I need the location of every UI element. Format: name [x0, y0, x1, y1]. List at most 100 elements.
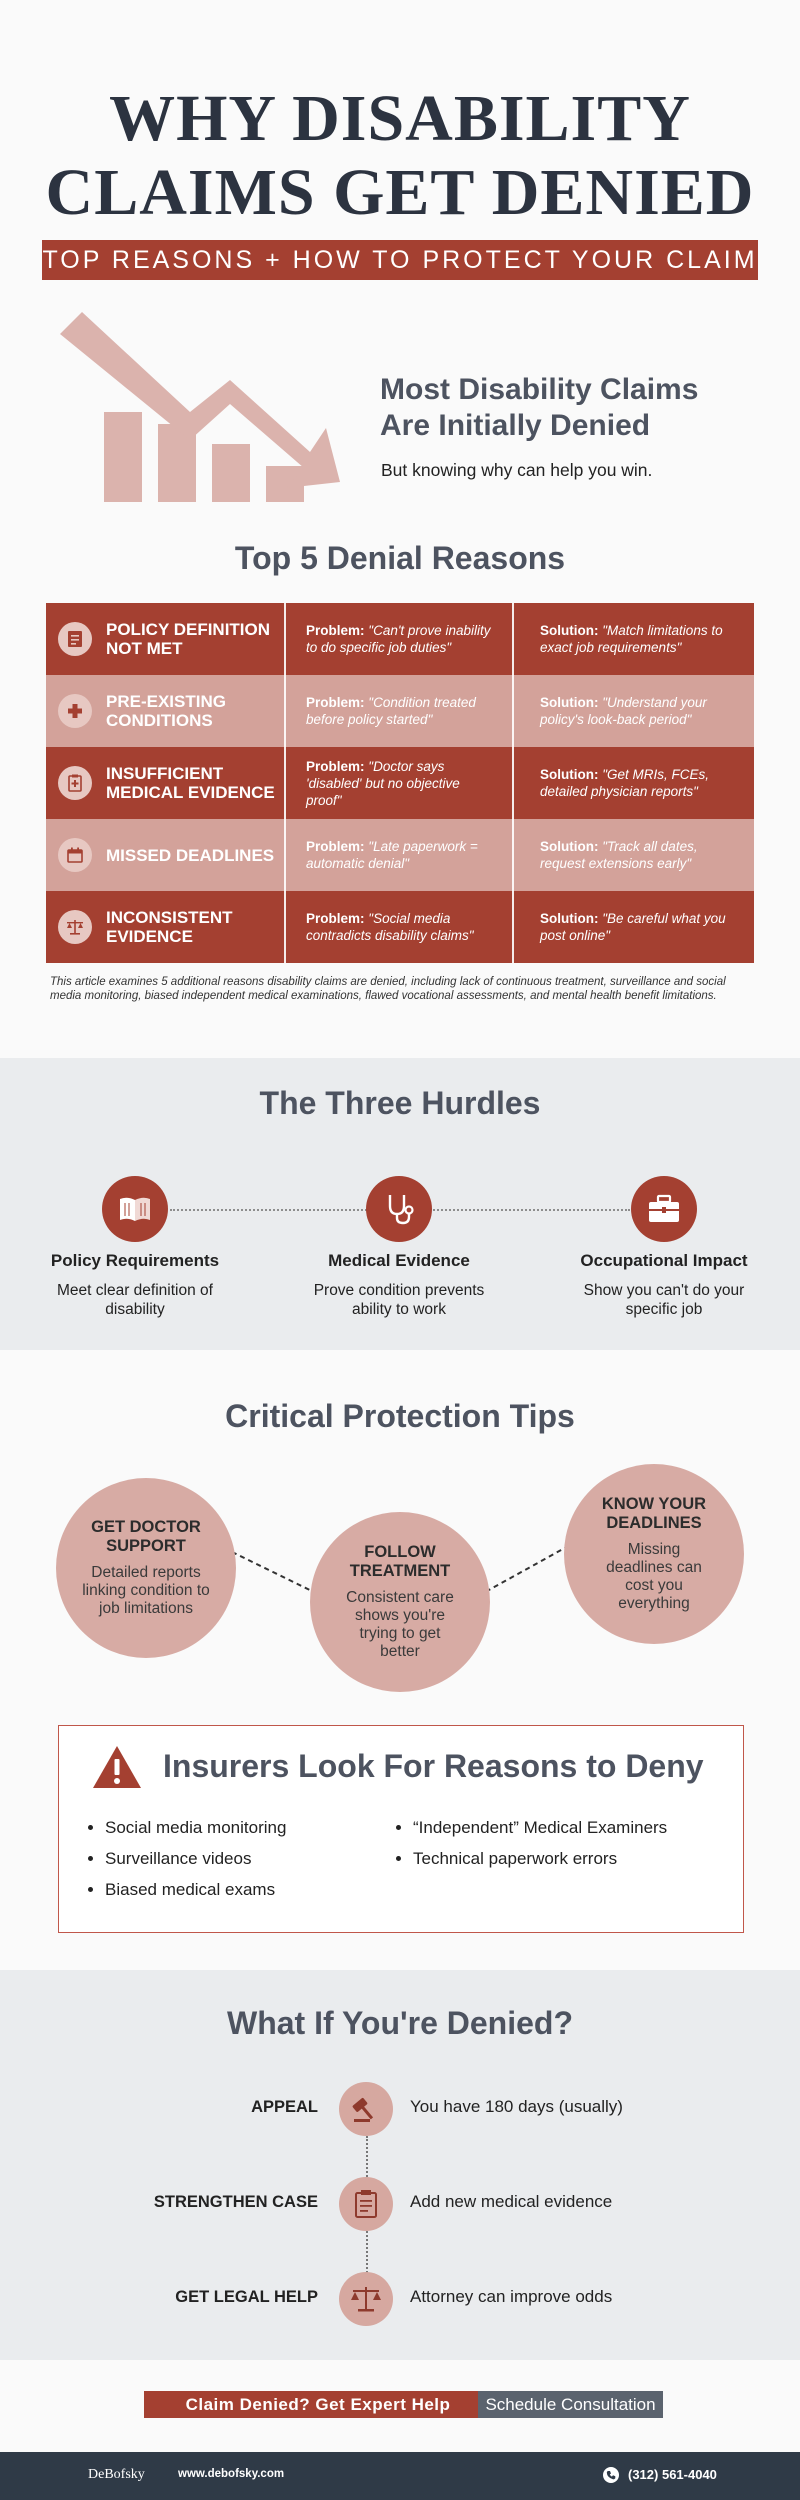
step-text: Attorney can improve odds [410, 2287, 613, 2306]
problem-prefix: Problem: [306, 839, 365, 854]
briefcase-icon [631, 1176, 697, 1242]
footer-phone-link[interactable]: (312) 561-4040 [628, 2467, 717, 2482]
book-icon [102, 1176, 168, 1242]
reason-label-line-1: PRE-EXISTING [106, 692, 226, 711]
table-row: INCONSISTENT EVIDENCE Problem: "Social m… [46, 891, 754, 963]
hurdle-desc-line-1: Prove condition prevents [313, 1282, 485, 1299]
list-item: Technical paperwork errors [413, 1843, 667, 1874]
solution-prefix: Solution: [540, 767, 599, 782]
list-item: “Independent” Medical Examiners [413, 1812, 667, 1843]
solution-text: "Get MRIs, FCEs, detailed physician repo… [540, 767, 710, 799]
step-label: APPEAL [251, 2098, 318, 2116]
solution-text: "Be careful what you post online" [540, 911, 726, 943]
solution-prefix: Solution: [540, 911, 599, 926]
tip-desc: Consistent care shows you're trying to g… [346, 1589, 454, 1660]
schedule-consultation-button[interactable]: Schedule Consultation [478, 2391, 663, 2418]
problem-text: "Social media contradicts disability cla… [306, 911, 474, 943]
phone-icon [603, 2467, 619, 2483]
tip-follow-treatment: FOLLOW TREATMENT Consistent care shows y… [310, 1512, 490, 1692]
table-row: POLICY DEFINITION NOT MET Problem: "Can'… [46, 603, 754, 675]
calendar-icon [58, 838, 92, 872]
hero-heading-line-2: Are Initially Denied [380, 409, 651, 442]
document-icon [58, 622, 92, 656]
hurdle-occupational: Occupational Impact Show you can't do yo… [554, 1251, 774, 1319]
hurdle-title: Occupational Impact [580, 1251, 748, 1270]
problem-prefix: Problem: [306, 695, 365, 710]
warning-title: Insurers Look For Reasons to Deny [163, 1748, 704, 1784]
problem-text: "Late paperwork = automatic denial" [306, 839, 478, 871]
step-text: You have 180 days (usually) [410, 2097, 623, 2116]
hurdle-title: Medical Evidence [328, 1251, 470, 1270]
title-line-2: CLAIMS GET DENIED [45, 156, 755, 229]
reason-label-line-2: EVIDENCE [106, 927, 193, 946]
hurdle-desc-line-2: ability to work [352, 1301, 446, 1318]
expert-help-button[interactable]: Claim Denied? Get Expert Help [144, 2391, 492, 2418]
reason-label-line-2: CONDITIONS [106, 711, 213, 730]
denied-section [0, 1970, 800, 2360]
table-row: INSUFFICIENT MEDICAL EVIDENCE Problem: "… [46, 747, 754, 819]
declining-chart-icon [60, 312, 340, 502]
gavel-icon [339, 2082, 393, 2136]
hurdle-title: Policy Requirements [50, 1251, 220, 1270]
list-item: Social media monitoring [105, 1812, 286, 1843]
scales-icon [339, 2272, 393, 2326]
tip-title-line-1: KNOW YOUR [601, 1495, 707, 1513]
clipboard-icon [58, 766, 92, 800]
hurdle-desc-line-1: Meet clear definition of [57, 1282, 213, 1299]
tip-know-deadlines: KNOW YOUR DEADLINES Missing deadlines ca… [564, 1464, 744, 1644]
hurdle-desc-line-1: Show you can't do your [583, 1282, 745, 1299]
list-item: Surveillance videos [105, 1843, 286, 1874]
denied-title: What If You're Denied? [227, 2005, 573, 2041]
tip-title-line-2: DEADLINES [606, 1514, 702, 1532]
reason-label-line-2: NOT MET [106, 639, 183, 658]
footer: DeBofsky www.debofsky.com (312) 561-4040 [0, 2452, 800, 2500]
footer-brand: DeBofsky [88, 2467, 145, 2482]
hero-heading-line-1: Most Disability Claims [380, 373, 699, 406]
solution-text: "Track all dates, request extensions ear… [540, 839, 698, 871]
table-row: PRE-EXISTING CONDITIONS Problem: "Condit… [46, 675, 754, 747]
clipboard-icon [339, 2177, 393, 2231]
solution-text: "Understand your policy's look-back peri… [540, 695, 707, 727]
solution-prefix: Solution: [540, 695, 599, 710]
reason-label-line-2: MEDICAL EVIDENCE [106, 783, 275, 802]
tip-title-line-1: GET DOCTOR [91, 1518, 201, 1536]
reason-label-line-1: MISSED DEADLINES [106, 845, 275, 865]
reason-label-line-1: INSUFFICIENT [106, 764, 224, 783]
tip-title-line-1: FOLLOW [364, 1543, 436, 1561]
hurdle-medical: Medical Evidence Prove condition prevent… [289, 1251, 509, 1319]
tip-title-line-2: TREATMENT [349, 1562, 451, 1580]
footer-url-link[interactable]: www.debofsky.com [178, 2468, 285, 2480]
subtitle-banner: TOP REASONS + HOW TO PROTECT YOUR CLAIM [42, 240, 758, 280]
tips-title: Critical Protection Tips [225, 1398, 575, 1434]
warning-icon [93, 1746, 141, 1788]
reasons-title: Top 5 Denial Reasons [234, 540, 566, 576]
reason-label-line-1: POLICY DEFINITION [106, 620, 271, 639]
tips-connector [231, 1543, 573, 1597]
list-item: Biased medical exams [105, 1874, 286, 1905]
warning-list-left: Social media monitoring Surveillance vid… [85, 1812, 286, 1905]
tip-doctor-support: GET DOCTOR SUPPORT Detailed reports link… [56, 1478, 236, 1658]
hurdles-title: The Three Hurdles [259, 1085, 541, 1121]
solution-prefix: Solution: [540, 623, 599, 638]
scale-icon [58, 910, 92, 944]
tip-title-line-2: SUPPORT [106, 1537, 186, 1555]
title-line-1: WHY DISABILITY [109, 82, 691, 155]
problem-prefix: Problem: [306, 911, 365, 926]
hurdle-desc-line-2: disability [105, 1301, 165, 1318]
tip-desc: Missing deadlines can cost you everythin… [606, 1541, 702, 1612]
step-label: STRENGTHEN CASE [153, 2193, 318, 2211]
solution-text: "Match limitations to exact job requirem… [540, 623, 723, 655]
step-label: GET LEGAL HELP [175, 2288, 318, 2306]
hero-heading: Most Disability Claims Are Initially Den… [380, 372, 698, 444]
problem-prefix: Problem: [306, 623, 365, 638]
hurdle-policy: Policy Requirements Meet clear definitio… [25, 1251, 245, 1319]
step-text: Add new medical evidence [410, 2192, 613, 2211]
warning-list-right: “Independent” Medical Examiners Technica… [393, 1812, 667, 1874]
problem-prefix: Problem: [306, 758, 365, 774]
problem-text: "Doctor says 'disabled' but no objective… [306, 758, 460, 808]
hero-subtext: But knowing why can help you win. [381, 460, 653, 480]
problem-text: "Can't prove inability to do specific jo… [306, 623, 491, 655]
tip-desc: Detailed reports linking condition to jo… [82, 1564, 210, 1617]
medical-cross-icon [58, 694, 92, 728]
reasons-footnote: This article examines 5 additional reaso… [50, 976, 726, 1002]
